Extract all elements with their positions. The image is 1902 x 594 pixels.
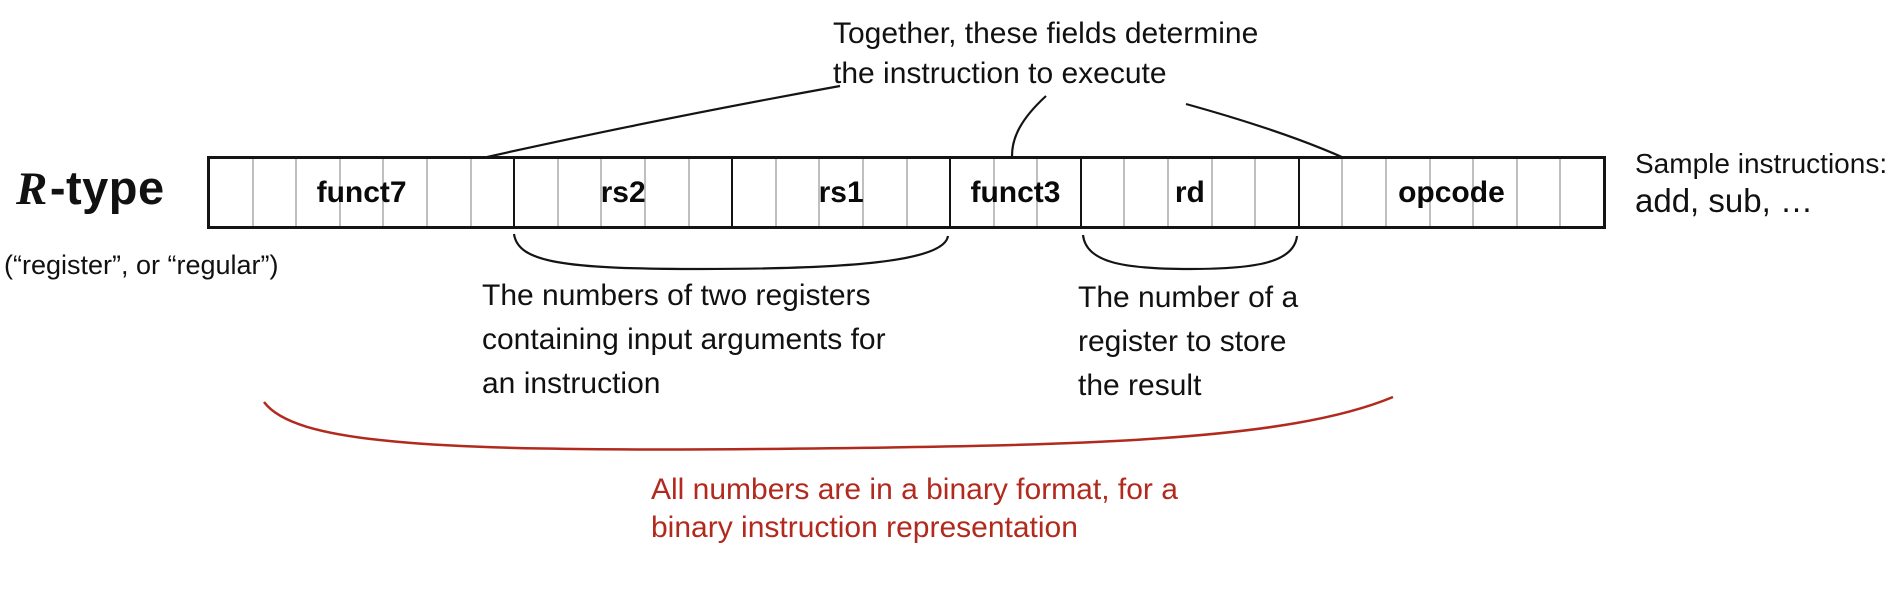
bit-cell [774,159,819,226]
brace-under-rs2-rs1 [512,233,950,271]
bit-cell [251,159,296,226]
bit-cell [1472,159,1516,226]
red-note-line2: binary instruction representation [651,511,1078,544]
bit-cell [687,159,732,226]
note-registers: The numbers of two registers containing … [482,274,886,406]
field-rd: rd [1079,159,1298,226]
bit-cell [1167,159,1211,226]
bit-cell [1341,159,1385,226]
bit-cell [382,159,426,226]
bit-cell [1559,159,1603,226]
red-note: All numbers are in a binary format, for … [651,471,1178,547]
field-label-rd: rd [1174,175,1205,209]
bit-cell [1123,159,1167,226]
field-label-funct7: funct7 [316,175,407,209]
bit-cell [1036,159,1080,226]
note-registers-line2: containing input arguments for [482,323,886,356]
field-label-opcode: opcode [1398,175,1505,209]
note-rd-line2: register to store [1078,325,1287,358]
field-rs1: rs1 [731,159,949,226]
sample-instructions-list: add, sub, … [1635,182,1813,219]
field-label-funct3: funct3 [970,175,1061,209]
bit-cell [992,159,1037,226]
rtype-letter: R [16,163,48,215]
red-note-line1: All numbers are in a binary format, for … [651,473,1178,506]
top-note-line2: the instruction to execute [833,57,1167,90]
bit-cell [1210,159,1255,226]
note-registers-line3: an instruction [482,367,661,400]
bit-cell [469,159,514,226]
rtype-suffix: -type [49,161,165,214]
field-label-rs2: rs2 [600,175,646,209]
note-registers-line1: The numbers of two registers [482,279,871,312]
note-rd: The number of a register to store the re… [1078,276,1298,408]
note-rd-line1: The number of a [1078,281,1299,314]
field-rs2: rs2 [513,159,731,226]
bit-cell [295,159,339,226]
bit-cell [338,159,383,226]
bit-cell [1515,159,1560,226]
field-funct7: funct7 [210,159,513,226]
bit-cell [1385,159,1429,226]
bit-cell [556,159,601,226]
field-opcode: opcode [1297,159,1603,226]
field-funct3: funct3 [949,159,1080,226]
bit-cell [600,159,644,226]
bit-cell [861,159,906,226]
rtype-subtitle: (“register”, or “regular”) [4,250,279,280]
bit-cell [905,159,950,226]
top-note-line1: Together, these fields determine [833,17,1259,50]
sample-instructions-label: Sample instructions: [1635,148,1888,179]
page-title: R-type [16,160,165,216]
top-note: Together, these fields determine the ins… [833,14,1258,94]
note-rd-line3: the result [1078,369,1202,402]
sample-instructions: Sample instructions: add, sub, … [1635,147,1887,221]
field-label-rs1: rs1 [818,175,864,209]
bit-cell [1428,159,1473,226]
bit-cell [425,159,470,226]
brace-under-rd [1081,234,1299,271]
instruction-bar: funct7 rs2 rs1 funct3 rd opcode [207,156,1606,229]
bit-cell [1254,159,1298,226]
bit-cell [818,159,862,226]
bit-cell [643,159,688,226]
